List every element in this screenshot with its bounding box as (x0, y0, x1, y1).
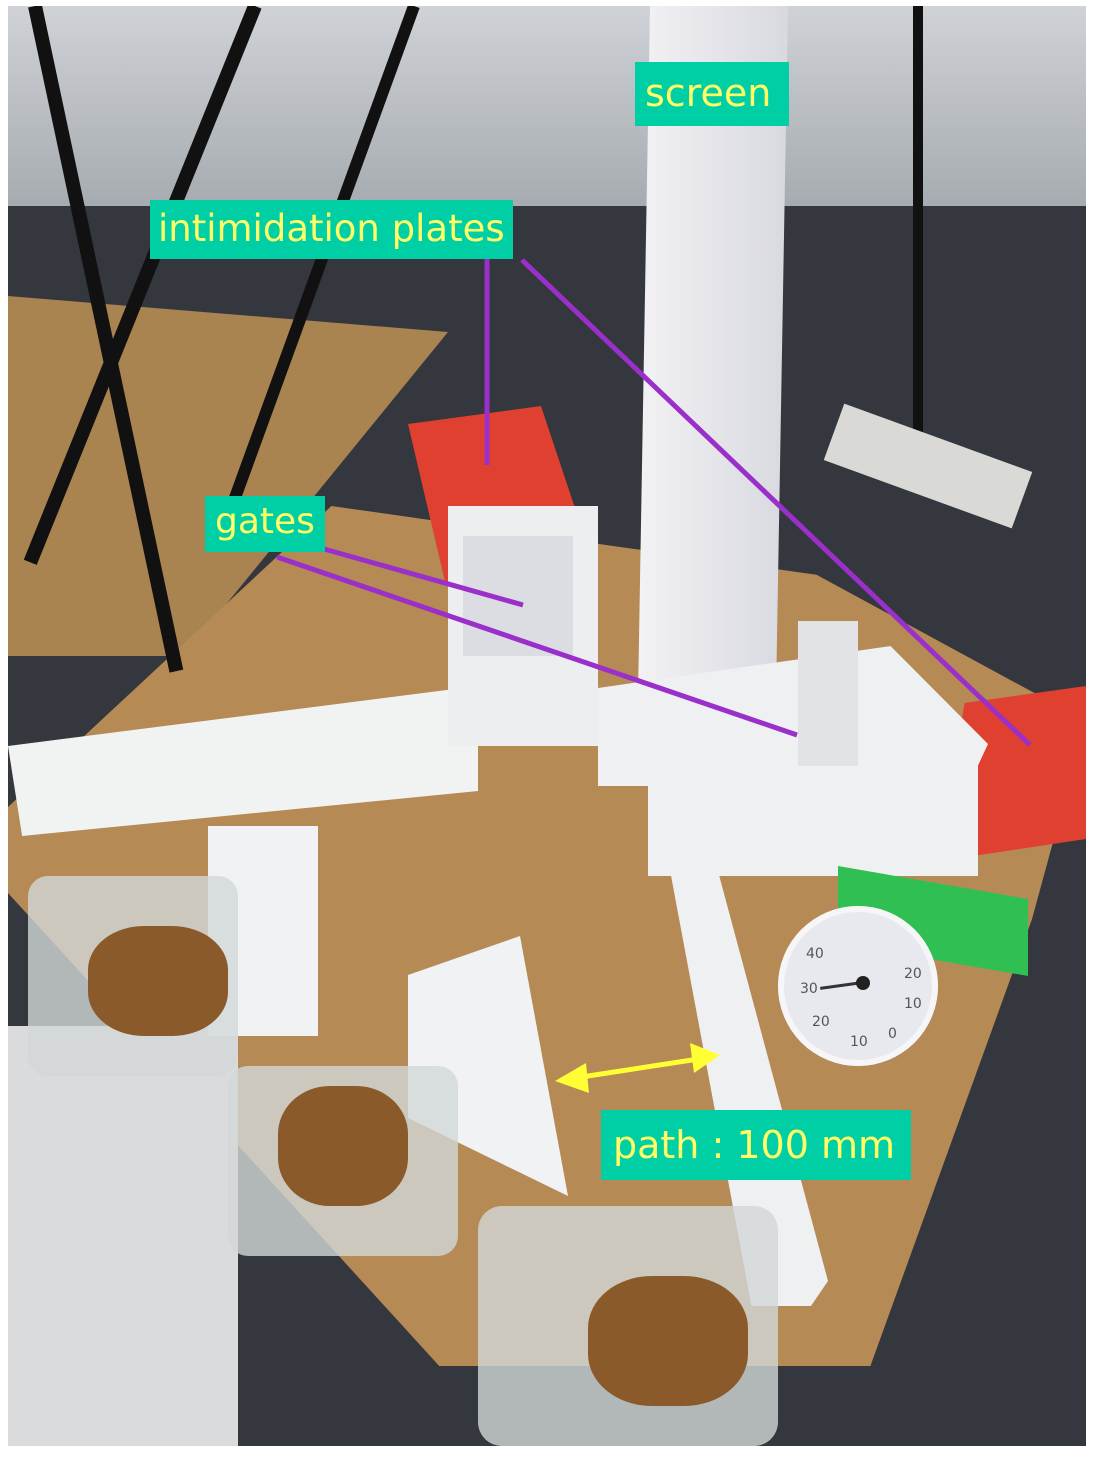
dial-label: 20 (812, 1014, 830, 1030)
label-intimidation-plates: intimidation plates (150, 200, 513, 259)
label-gates: gates (205, 496, 325, 552)
gate-upper (463, 536, 573, 656)
dial-label: 10 (850, 1034, 868, 1050)
food-2 (278, 1086, 408, 1206)
tripod-leg (913, 6, 923, 436)
dial-label: 40 (806, 946, 824, 962)
label-screen: screen (635, 62, 790, 126)
dial-label: 0 (888, 1026, 897, 1042)
dial-label: 30 (800, 981, 818, 997)
thermometer-dial: 40 30 20 10 0 10 20 (778, 906, 938, 1066)
dial-hub (856, 976, 870, 990)
dial-label: 10 (904, 996, 922, 1012)
food-3 (588, 1276, 748, 1406)
side-table (8, 1026, 238, 1446)
food-1 (88, 926, 228, 1036)
dial-label: 20 (904, 966, 922, 982)
photo: 40 30 20 10 0 10 20 (8, 6, 1086, 1446)
gate-right (798, 621, 858, 771)
label-path: path : 100 mm (601, 1110, 911, 1180)
